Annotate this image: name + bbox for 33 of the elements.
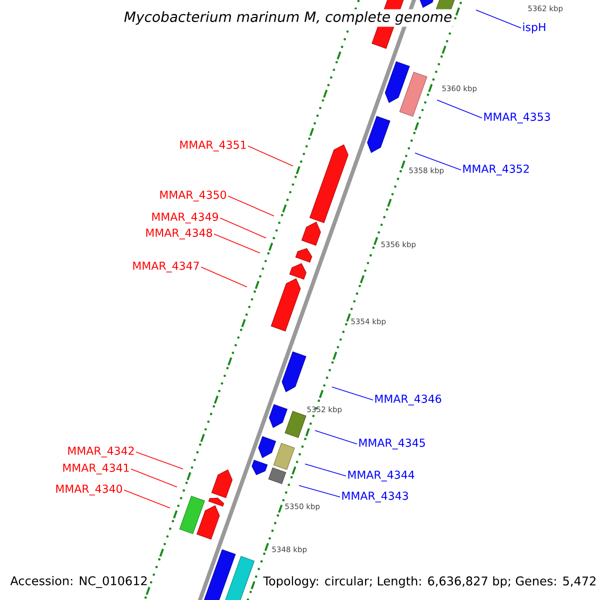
leader-line [214, 234, 260, 254]
leader-line [476, 10, 522, 28]
gene-label: MMAR_4352 [463, 164, 529, 176]
gene-label: ispH [523, 22, 546, 34]
gene-label: MMAR_4344 [348, 470, 414, 482]
leader-line [332, 386, 374, 400]
leader-line [248, 146, 294, 166]
leader-line [136, 452, 184, 470]
accession-label: Accession: NC_010612 [10, 576, 147, 588]
gene-label: MMAR_4349 [152, 212, 218, 224]
gene-label: MMAR_4348 [146, 228, 212, 240]
gene-label: MMAR_4340 [56, 484, 122, 496]
gene-label: MMAR_4341 [63, 464, 129, 474]
leader-line [228, 196, 274, 216]
leader-line [436, 100, 482, 118]
genome-info-label: Topology: circular; Length: 6,636,827 bp; Genes: 5,472 [263, 576, 596, 588]
leader-line [304, 464, 346, 476]
leader-line [414, 152, 462, 170]
gene-label: MMAR_4353 [484, 112, 550, 124]
gene-label: MMAR_4343 [342, 492, 408, 502]
leader-line [298, 485, 340, 498]
leader-line [200, 266, 248, 288]
gene-label: MMAR_4345 [359, 438, 425, 450]
gene-label: MMAR_4346 [375, 394, 442, 406]
title: Mycobacterium marinum M, complete genome [122, 9, 454, 27]
leader-line [220, 218, 266, 238]
gene-label: MMAR_4342 [68, 446, 134, 458]
gene-label: MMAR_4347 [133, 262, 199, 272]
leader-line [124, 490, 170, 508]
gene-label: MMAR_4351 [180, 140, 246, 152]
gene-label: MMAR_4350 [160, 190, 226, 202]
leader-line [314, 430, 358, 444]
leader-line [130, 468, 178, 488]
